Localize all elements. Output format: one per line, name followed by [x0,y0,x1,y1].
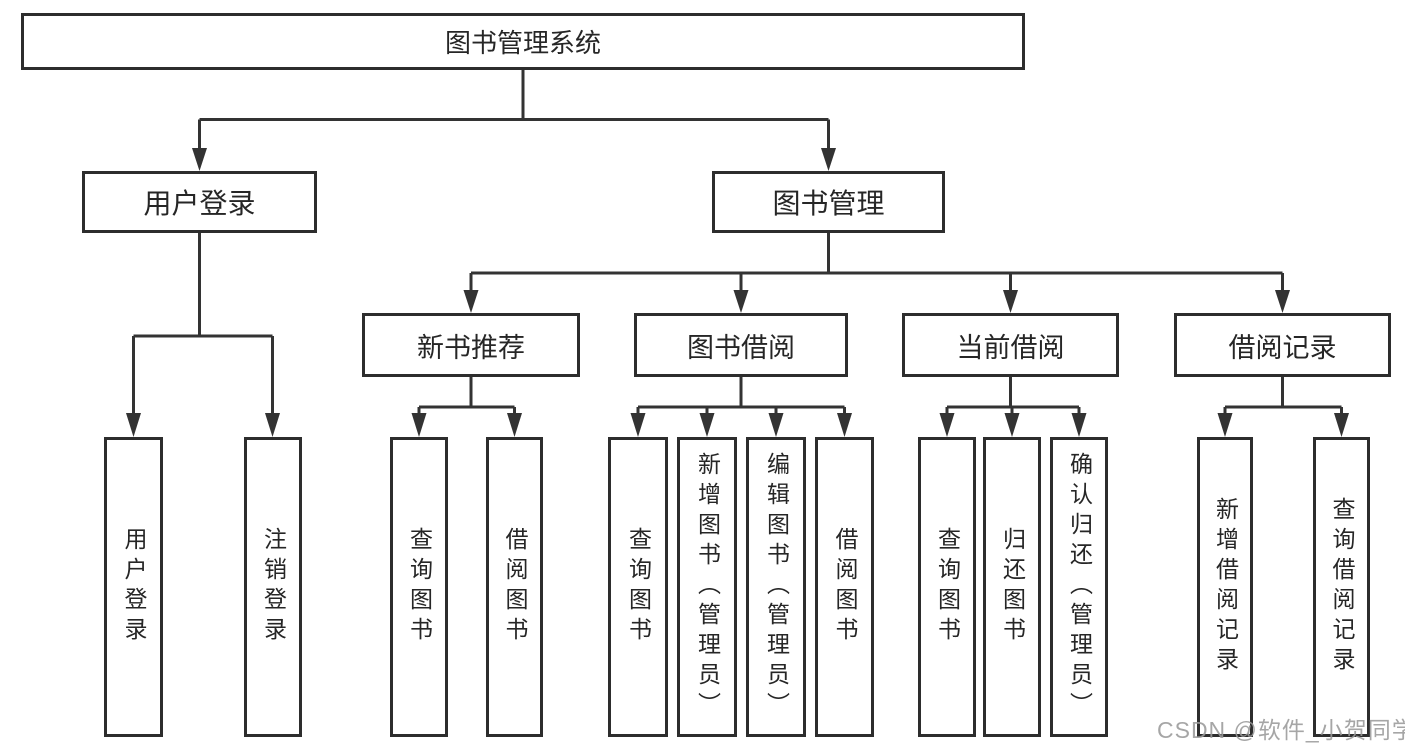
node-book-management: 图书管理 [712,171,945,233]
node-book-management-label: 图书管理 [772,188,885,219]
leaf-user-login: 用户登录 [104,437,163,737]
leaf-query-books-current: 查询图书 [918,437,976,737]
node-new-book-recommend: 新书推荐 [362,313,580,377]
node-user-login-label: 用户登录 [143,188,256,219]
leaf-edit-book-admin-label: 编辑图书（管理员） [763,452,790,722]
leaf-query-books-borrow-label: 查询图书 [625,527,652,647]
node-current-borrow-label: 当前借阅 [956,332,1065,363]
node-current-borrow: 当前借阅 [902,313,1119,377]
node-user-login: 用户登录 [82,171,317,233]
node-borrow-records: 借阅记录 [1174,313,1391,377]
leaf-query-books-borrow: 查询图书 [608,437,668,737]
leaf-return-book: 归还图书 [983,437,1041,737]
node-book-borrow: 图书借阅 [634,313,848,377]
leaf-confirm-return-admin-label: 确认归还（管理员） [1066,452,1093,722]
leaf-user-login-label: 用户登录 [121,527,147,647]
leaf-add-borrow-record-label: 新增借阅记录 [1212,497,1239,677]
connector-new-book-recommend-to-leaves [411,377,522,437]
node-book-borrow-label: 图书借阅 [687,332,795,363]
connector-root-to-level2 [192,70,836,171]
leaf-borrow-books-recommend-label: 借阅图书 [502,527,528,647]
leaf-add-book-admin: 新增图书（管理员） [677,437,737,737]
leaf-borrow-books-recommend: 借阅图书 [486,437,543,737]
leaf-borrow-books-label: 借阅图书 [832,527,858,647]
connector-borrow-records-to-leaves [1217,377,1349,437]
leaf-borrow-books: 借阅图书 [815,437,874,737]
connector-user-login-to-leaves [126,233,280,437]
leaf-edit-book-admin: 编辑图书（管理员） [746,437,806,737]
connector-book-borrow-to-leaves [630,377,852,437]
leaf-query-books-recommend-label: 查询图书 [406,527,433,647]
leaf-confirm-return-admin: 确认归还（管理员） [1050,437,1108,737]
leaf-add-borrow-record: 新增借阅记录 [1197,437,1253,737]
connector-current-borrow-to-leaves [939,377,1087,437]
leaf-add-book-admin-label: 新增图书（管理员） [694,452,721,722]
node-borrow-records-label: 借阅记录 [1228,332,1337,363]
node-library-system: 图书管理系统 [21,13,1025,70]
node-new-book-recommend-label: 新书推荐 [417,332,525,363]
leaf-return-book-label: 归还图书 [999,527,1026,647]
node-library-system-label: 图书管理系统 [444,28,601,58]
leaf-query-books-recommend: 查询图书 [390,437,448,737]
leaf-query-books-current-label: 查询图书 [934,527,961,647]
leaf-logout: 注销登录 [244,437,302,737]
leaf-query-borrow-record-label: 查询借阅记录 [1329,497,1355,677]
leaf-query-borrow-record: 查询借阅记录 [1313,437,1370,737]
connector-book-management-to-level3 [463,232,1290,313]
leaf-logout-label: 注销登录 [260,527,287,647]
